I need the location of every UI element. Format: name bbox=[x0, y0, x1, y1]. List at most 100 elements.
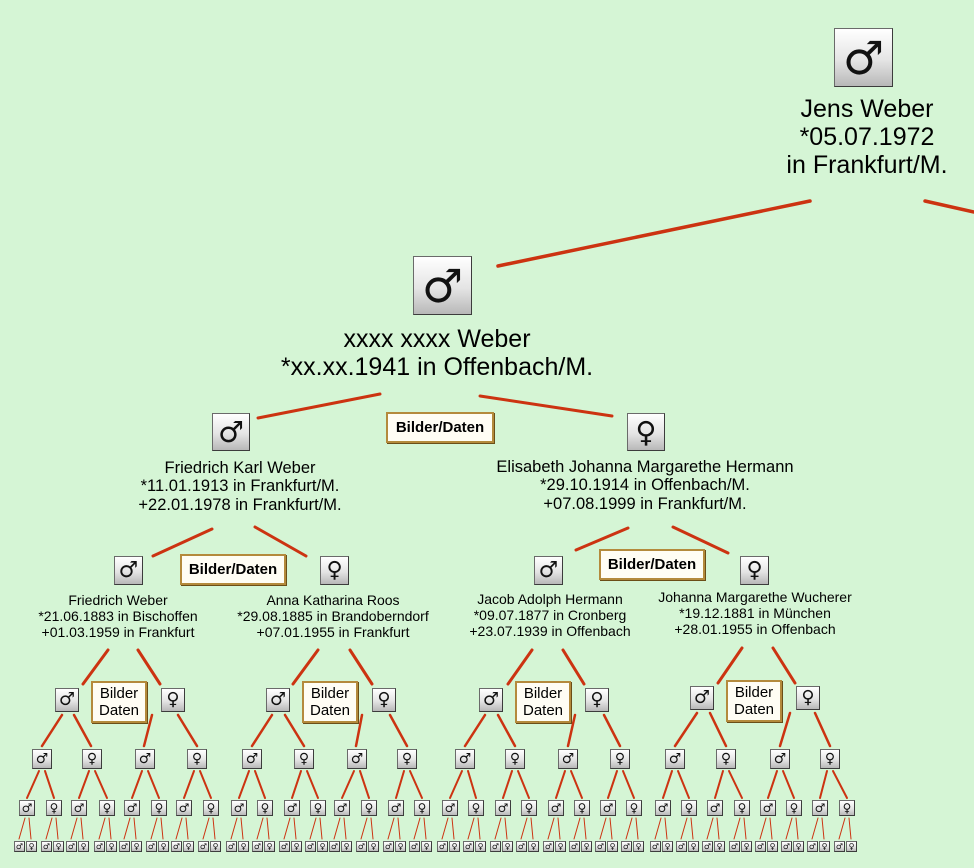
male-icon[interactable]: ♂ bbox=[305, 841, 316, 852]
male-icon[interactable]: ♂ bbox=[226, 841, 237, 852]
female-icon[interactable]: ♀ bbox=[78, 841, 89, 852]
male-icon[interactable]: ♂ bbox=[114, 556, 143, 585]
male-icon[interactable]: ♂ bbox=[442, 800, 458, 816]
female-icon[interactable]: ♀ bbox=[361, 800, 377, 816]
male-icon[interactable]: ♂ bbox=[146, 841, 157, 852]
female-icon[interactable]: ♀ bbox=[839, 800, 855, 816]
female-icon[interactable]: ♀ bbox=[82, 749, 102, 769]
male-icon[interactable]: ♂ bbox=[231, 800, 247, 816]
male-icon[interactable]: ♂ bbox=[124, 800, 140, 816]
male-icon[interactable]: ♂ bbox=[690, 686, 714, 710]
female-icon[interactable]: ♀ bbox=[688, 841, 699, 852]
female-icon[interactable]: ♀ bbox=[607, 841, 618, 852]
male-icon[interactable]: ♂ bbox=[650, 841, 661, 852]
male-icon[interactable]: ♂ bbox=[676, 841, 687, 852]
female-icon[interactable]: ♀ bbox=[161, 688, 185, 712]
female-icon[interactable]: ♀ bbox=[99, 800, 115, 816]
female-icon[interactable]: ♀ bbox=[310, 800, 326, 816]
male-icon[interactable]: ♂ bbox=[266, 688, 290, 712]
male-icon[interactable]: ♂ bbox=[834, 841, 845, 852]
male-icon[interactable]: ♂ bbox=[569, 841, 580, 852]
female-icon[interactable]: ♀ bbox=[627, 413, 665, 451]
male-icon[interactable]: ♂ bbox=[252, 841, 263, 852]
female-icon[interactable]: ♀ bbox=[106, 841, 117, 852]
female-icon[interactable]: ♀ bbox=[633, 841, 644, 852]
male-icon[interactable]: ♂ bbox=[665, 749, 685, 769]
female-icon[interactable]: ♀ bbox=[372, 688, 396, 712]
female-icon[interactable]: ♀ bbox=[555, 841, 566, 852]
female-icon[interactable]: ♀ bbox=[320, 556, 349, 585]
female-icon[interactable]: ♀ bbox=[368, 841, 379, 852]
male-icon[interactable]: ♂ bbox=[516, 841, 527, 852]
female-icon[interactable]: ♀ bbox=[662, 841, 673, 852]
female-icon[interactable]: ♀ bbox=[581, 841, 592, 852]
bilder-daten-button[interactable]: Bilder Daten bbox=[302, 681, 358, 723]
male-icon[interactable]: ♂ bbox=[812, 800, 828, 816]
female-icon[interactable]: ♀ bbox=[574, 800, 590, 816]
female-icon[interactable]: ♀ bbox=[414, 800, 430, 816]
male-icon[interactable]: ♂ bbox=[760, 800, 776, 816]
bilder-daten-button[interactable]: Bilder/Daten bbox=[386, 412, 494, 443]
bilder-daten-button[interactable]: Bilder/Daten bbox=[599, 549, 705, 580]
female-icon[interactable]: ♀ bbox=[257, 800, 273, 816]
female-icon[interactable]: ♀ bbox=[291, 841, 302, 852]
male-icon[interactable]: ♂ bbox=[834, 28, 893, 87]
female-icon[interactable]: ♀ bbox=[203, 800, 219, 816]
male-icon[interactable]: ♂ bbox=[135, 749, 155, 769]
male-icon[interactable]: ♂ bbox=[171, 841, 182, 852]
male-icon[interactable]: ♂ bbox=[55, 688, 79, 712]
male-icon[interactable]: ♂ bbox=[655, 800, 671, 816]
female-icon[interactable]: ♀ bbox=[626, 800, 642, 816]
female-icon[interactable]: ♀ bbox=[421, 841, 432, 852]
male-icon[interactable]: ♂ bbox=[242, 749, 262, 769]
bilder-daten-button[interactable]: Bilder Daten bbox=[91, 681, 147, 723]
female-icon[interactable]: ♀ bbox=[820, 749, 840, 769]
male-icon[interactable]: ♂ bbox=[119, 841, 130, 852]
male-icon[interactable]: ♂ bbox=[284, 800, 300, 816]
bilder-daten-button[interactable]: Bilder Daten bbox=[726, 680, 782, 722]
female-icon[interactable]: ♀ bbox=[475, 841, 486, 852]
male-icon[interactable]: ♂ bbox=[702, 841, 713, 852]
male-icon[interactable]: ♂ bbox=[66, 841, 77, 852]
male-icon[interactable]: ♂ bbox=[356, 841, 367, 852]
female-icon[interactable]: ♀ bbox=[395, 841, 406, 852]
female-icon[interactable]: ♀ bbox=[681, 800, 697, 816]
bilder-daten-button[interactable]: Bilder/Daten bbox=[180, 554, 286, 585]
male-icon[interactable]: ♂ bbox=[14, 841, 25, 852]
female-icon[interactable]: ♀ bbox=[846, 841, 857, 852]
female-icon[interactable]: ♀ bbox=[210, 841, 221, 852]
female-icon[interactable]: ♀ bbox=[502, 841, 513, 852]
female-icon[interactable]: ♀ bbox=[796, 686, 820, 710]
female-icon[interactable]: ♀ bbox=[793, 841, 804, 852]
female-icon[interactable]: ♀ bbox=[341, 841, 352, 852]
female-icon[interactable]: ♀ bbox=[158, 841, 169, 852]
female-icon[interactable]: ♀ bbox=[468, 800, 484, 816]
female-icon[interactable]: ♀ bbox=[317, 841, 328, 852]
male-icon[interactable]: ♂ bbox=[770, 749, 790, 769]
bilder-daten-button[interactable]: Bilder Daten bbox=[515, 681, 571, 723]
female-icon[interactable]: ♀ bbox=[819, 841, 830, 852]
male-icon[interactable]: ♂ bbox=[490, 841, 501, 852]
male-icon[interactable]: ♂ bbox=[558, 749, 578, 769]
male-icon[interactable]: ♂ bbox=[347, 749, 367, 769]
male-icon[interactable]: ♂ bbox=[781, 841, 792, 852]
female-icon[interactable]: ♀ bbox=[740, 556, 769, 585]
female-icon[interactable]: ♀ bbox=[767, 841, 778, 852]
female-icon[interactable]: ♀ bbox=[786, 800, 802, 816]
male-icon[interactable]: ♂ bbox=[41, 841, 52, 852]
male-icon[interactable]: ♂ bbox=[329, 841, 340, 852]
male-icon[interactable]: ♂ bbox=[94, 841, 105, 852]
male-icon[interactable]: ♂ bbox=[534, 556, 563, 585]
male-icon[interactable]: ♂ bbox=[621, 841, 632, 852]
female-icon[interactable]: ♀ bbox=[521, 800, 537, 816]
female-icon[interactable]: ♀ bbox=[741, 841, 752, 852]
male-icon[interactable]: ♂ bbox=[707, 800, 723, 816]
male-icon[interactable]: ♂ bbox=[388, 800, 404, 816]
male-icon[interactable]: ♂ bbox=[729, 841, 740, 852]
male-icon[interactable]: ♂ bbox=[807, 841, 818, 852]
male-icon[interactable]: ♂ bbox=[463, 841, 474, 852]
male-icon[interactable]: ♂ bbox=[543, 841, 554, 852]
female-icon[interactable]: ♀ bbox=[294, 749, 314, 769]
female-icon[interactable]: ♀ bbox=[585, 688, 609, 712]
male-icon[interactable]: ♂ bbox=[32, 749, 52, 769]
